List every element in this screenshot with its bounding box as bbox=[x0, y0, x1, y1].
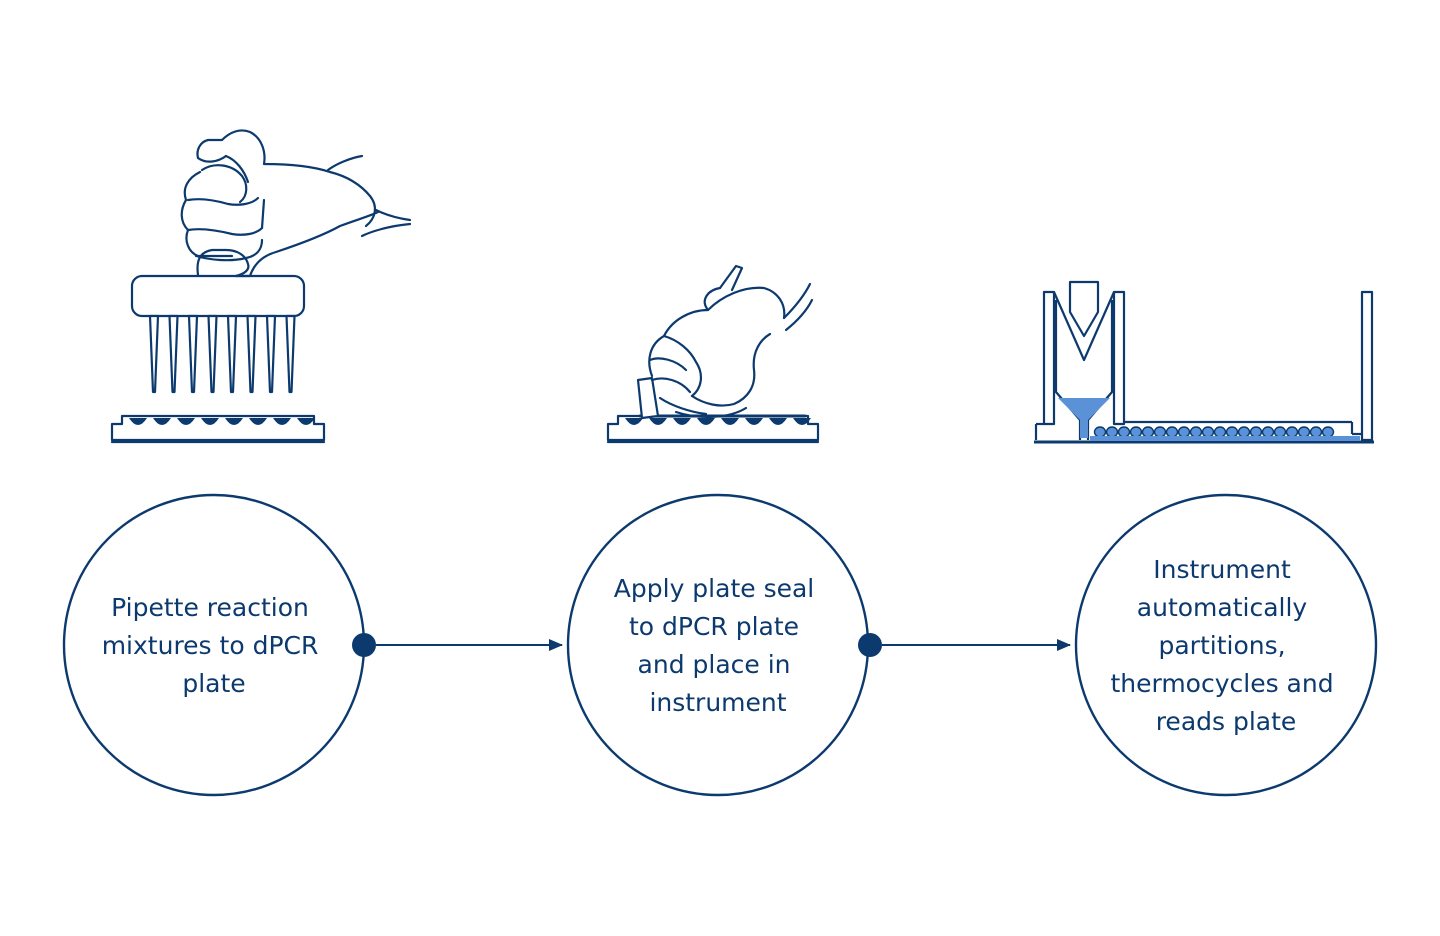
step-2: Apply plate seal to dPCR plate and place… bbox=[566, 493, 870, 797]
hand-applying-seal-icon bbox=[606, 264, 820, 444]
step-1: Pipette reaction mixtures to dPCR plate bbox=[62, 493, 366, 797]
step-3-label: Instrument automatically partitions, the… bbox=[1110, 555, 1341, 736]
step-2-label: Apply plate seal to dPCR plate and place… bbox=[614, 574, 822, 717]
connector-2 bbox=[858, 633, 1071, 657]
connector-1 bbox=[352, 633, 563, 657]
connector-1-dot bbox=[352, 633, 376, 657]
partitioning-instrument-icon bbox=[1034, 280, 1374, 444]
connector-2-dot bbox=[858, 633, 882, 657]
step-3-circle bbox=[1074, 493, 1378, 797]
step-2-circle bbox=[566, 493, 870, 797]
step-3: Instrument automatically partitions, the… bbox=[1074, 493, 1378, 797]
step-1-label: Pipette reaction mixtures to dPCR plate bbox=[102, 593, 327, 698]
multichannel-pipette-hand-icon bbox=[110, 129, 412, 444]
